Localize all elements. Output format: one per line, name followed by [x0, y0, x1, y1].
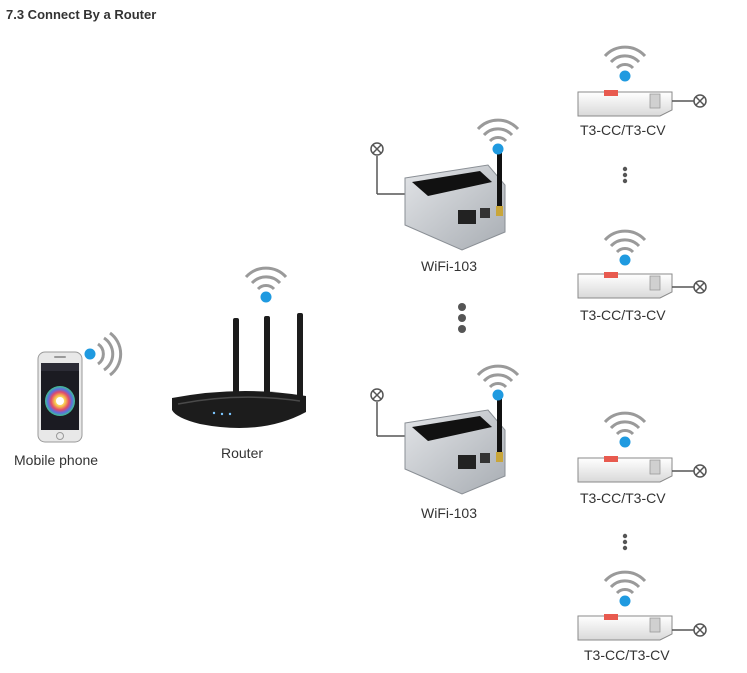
- load-lamp-icon: [693, 464, 707, 478]
- t3-3-signal-icon: [603, 411, 647, 448]
- router-device: [172, 313, 306, 428]
- mobile-phone: [37, 351, 83, 443]
- router-signal-icon: [244, 266, 288, 303]
- t3-driver-1-label: T3-CC/T3-CV: [580, 122, 666, 138]
- wifi-103-bottom-label: WiFi-103: [421, 505, 478, 521]
- router-label: Router: [221, 445, 264, 461]
- wifi-bottom-signal-icon: [476, 364, 520, 401]
- load-lamp-icon: [693, 623, 707, 637]
- t3-driver-4: [577, 614, 694, 641]
- more-drivers-ellipsis: [622, 533, 628, 551]
- load-lamp-icon: [693, 280, 707, 294]
- t3-1-signal-icon: [603, 45, 647, 82]
- load-lamp-icon: [370, 142, 384, 156]
- t3-4-signal-icon: [603, 570, 647, 607]
- t3-driver-4-label: T3-CC/T3-CV: [584, 647, 670, 663]
- load-lamp-icon: [693, 94, 707, 108]
- mobile-phone-label: Mobile phone: [14, 452, 99, 468]
- t3-2-signal-icon: [603, 229, 647, 266]
- more-controllers-ellipsis: [458, 303, 466, 333]
- wifi-103-bottom-controller: [376, 396, 506, 495]
- load-lamp-icon: [370, 388, 384, 402]
- t3-driver-2-label: T3-CC/T3-CV: [580, 307, 666, 323]
- wifi-103-top-label: WiFi-103: [421, 258, 478, 274]
- phone-signal-icon: [84, 331, 123, 377]
- wifi-top-signal-icon: [476, 118, 520, 155]
- t3-driver-3-label: T3-CC/T3-CV: [580, 490, 666, 506]
- t3-driver-3: [577, 456, 694, 483]
- more-drivers-ellipsis: [622, 166, 628, 184]
- section-title: 7.3 Connect By a Router: [6, 7, 157, 22]
- t3-driver-1: [577, 90, 694, 117]
- wifi-103-top-controller: [376, 150, 506, 251]
- t3-driver-2: [577, 272, 694, 299]
